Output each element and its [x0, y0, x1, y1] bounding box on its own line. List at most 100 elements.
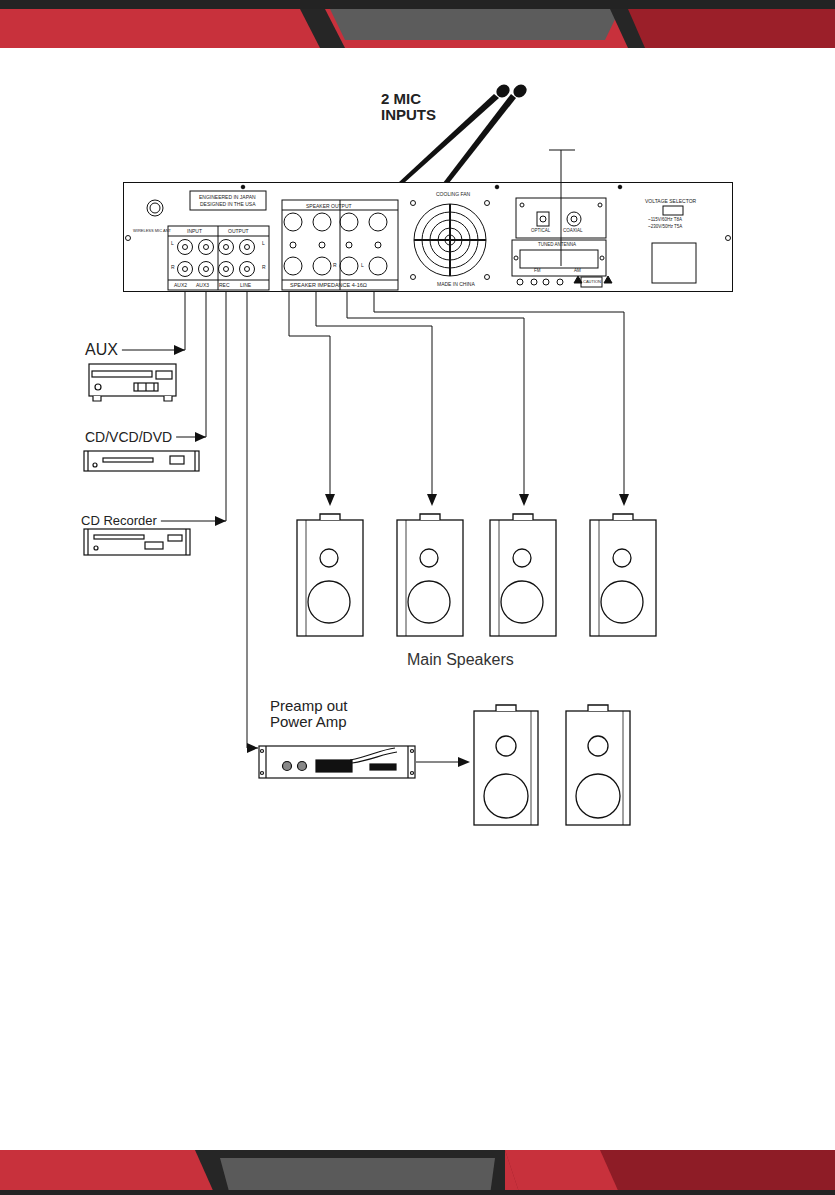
- rect-shape: [316, 760, 352, 772]
- circle-shape: [513, 549, 531, 567]
- circle-shape: [514, 256, 518, 260]
- path-shape: [420, 514, 440, 520]
- dvd-player: [84, 451, 199, 471]
- rect-shape: [0, 0, 835, 48]
- circle-shape: [496, 736, 516, 756]
- circle-shape: [284, 213, 302, 231]
- signal-cable: [176, 292, 206, 442]
- path-shape: [499, 520, 500, 636]
- panel-marking: ~230V/50Hz T5A: [648, 225, 682, 230]
- circle-shape: [178, 240, 193, 255]
- circle-shape: [601, 581, 643, 623]
- panel-marking: COAXIAL: [563, 229, 583, 234]
- rect-shape: [520, 250, 598, 268]
- rect-shape: [168, 535, 182, 541]
- circle-shape: [224, 267, 229, 272]
- circle-shape: [540, 216, 546, 222]
- circle-shape: [147, 200, 163, 216]
- panel-marking: AUX2: [174, 283, 187, 288]
- circle-shape: [517, 279, 523, 285]
- circle-shape: [183, 245, 188, 250]
- circle-shape: [319, 242, 325, 248]
- circle-shape: [484, 774, 528, 818]
- panel-marking: VOLTAGE SELECTOR: [645, 199, 696, 204]
- circle-shape: [531, 279, 537, 285]
- group-caption: Main Speakers: [407, 652, 514, 668]
- cable-line: [247, 292, 258, 748]
- polygon-shape: [505, 1150, 835, 1195]
- circle-shape: [495, 185, 499, 189]
- polygon-shape: [220, 1158, 495, 1195]
- circle-shape: [199, 240, 214, 255]
- circle-shape: [261, 750, 264, 753]
- rect-shape: [190, 191, 266, 210]
- panel-marking: WIRELESS MIC ANT: [133, 229, 171, 233]
- panel-marking: OUTPUT: [228, 229, 249, 234]
- device-label: 2 MIC INPUTS: [381, 91, 445, 123]
- rect-shape: [0, 0, 835, 9]
- circle-shape: [340, 257, 358, 275]
- circle-shape: [571, 216, 577, 222]
- path-shape: [374, 292, 624, 496]
- panel-marking: L: [171, 241, 174, 246]
- rect-shape: [516, 198, 606, 238]
- recorder-device: CD Recorder: [80, 512, 195, 557]
- circle-shape: [245, 267, 250, 272]
- circle-shape: [485, 275, 490, 280]
- panel-marking: OPTICAL: [531, 229, 550, 234]
- panel-marking: AUX3: [196, 283, 209, 288]
- dvd-device: CD/VCD/DVD: [82, 428, 204, 473]
- main-speakers: [297, 514, 656, 636]
- path-shape: [613, 514, 633, 520]
- circle-shape: [411, 201, 416, 206]
- circle-shape: [199, 262, 214, 277]
- panel-marking: SPEAKER IMPEDANCE 4-16Ω: [290, 283, 367, 289]
- path-shape: [320, 514, 340, 520]
- path-shape: [549, 150, 575, 266]
- circle-shape: [94, 546, 98, 550]
- circle-shape: [308, 581, 350, 623]
- path-shape: [414, 204, 486, 276]
- rect-shape: [168, 226, 269, 290]
- circle-shape: [313, 213, 331, 231]
- rect-shape: [282, 200, 398, 290]
- path-shape: [282, 200, 398, 290]
- circle-shape: [95, 384, 101, 390]
- circle-shape: [261, 772, 264, 775]
- panel-marking: REC: [219, 283, 230, 288]
- rect-shape: [170, 456, 184, 464]
- rect-shape: [103, 458, 153, 462]
- device-label: Preamp out Power Amp: [270, 698, 370, 730]
- amplifier-rear-panel: [126, 185, 731, 290]
- circle-shape: [411, 750, 414, 753]
- arrowhead: [215, 516, 226, 526]
- rect-shape: [297, 520, 363, 636]
- rect-shape: [84, 451, 199, 471]
- rect-shape: [156, 371, 172, 379]
- panel-marking: R: [333, 263, 337, 268]
- signal-cable: [247, 292, 258, 753]
- panel-marking: ENGINEERED IN JAPAN: [199, 195, 256, 200]
- ellipse-shape: [511, 82, 529, 100]
- circle-shape: [298, 762, 307, 771]
- circle-shape: [375, 242, 381, 248]
- aux-deck: [89, 364, 176, 401]
- circle-shape: [241, 185, 245, 189]
- signal-cable: [122, 292, 185, 355]
- circle-shape: [219, 240, 234, 255]
- circle-shape: [245, 245, 250, 250]
- circle-shape: [485, 201, 490, 206]
- polygon-shape: [195, 1150, 505, 1195]
- rect-shape: [84, 529, 190, 555]
- circle-shape: [408, 581, 450, 623]
- path-shape: [406, 520, 407, 636]
- power-amp-device: Preamp out Power Amp: [258, 698, 418, 780]
- rect-shape: [94, 535, 144, 539]
- polygon-shape: [610, 9, 645, 48]
- polygon-shape: [443, 94, 516, 183]
- circle-shape: [600, 256, 604, 260]
- path-shape: [168, 226, 269, 290]
- arrowhead: [247, 743, 258, 753]
